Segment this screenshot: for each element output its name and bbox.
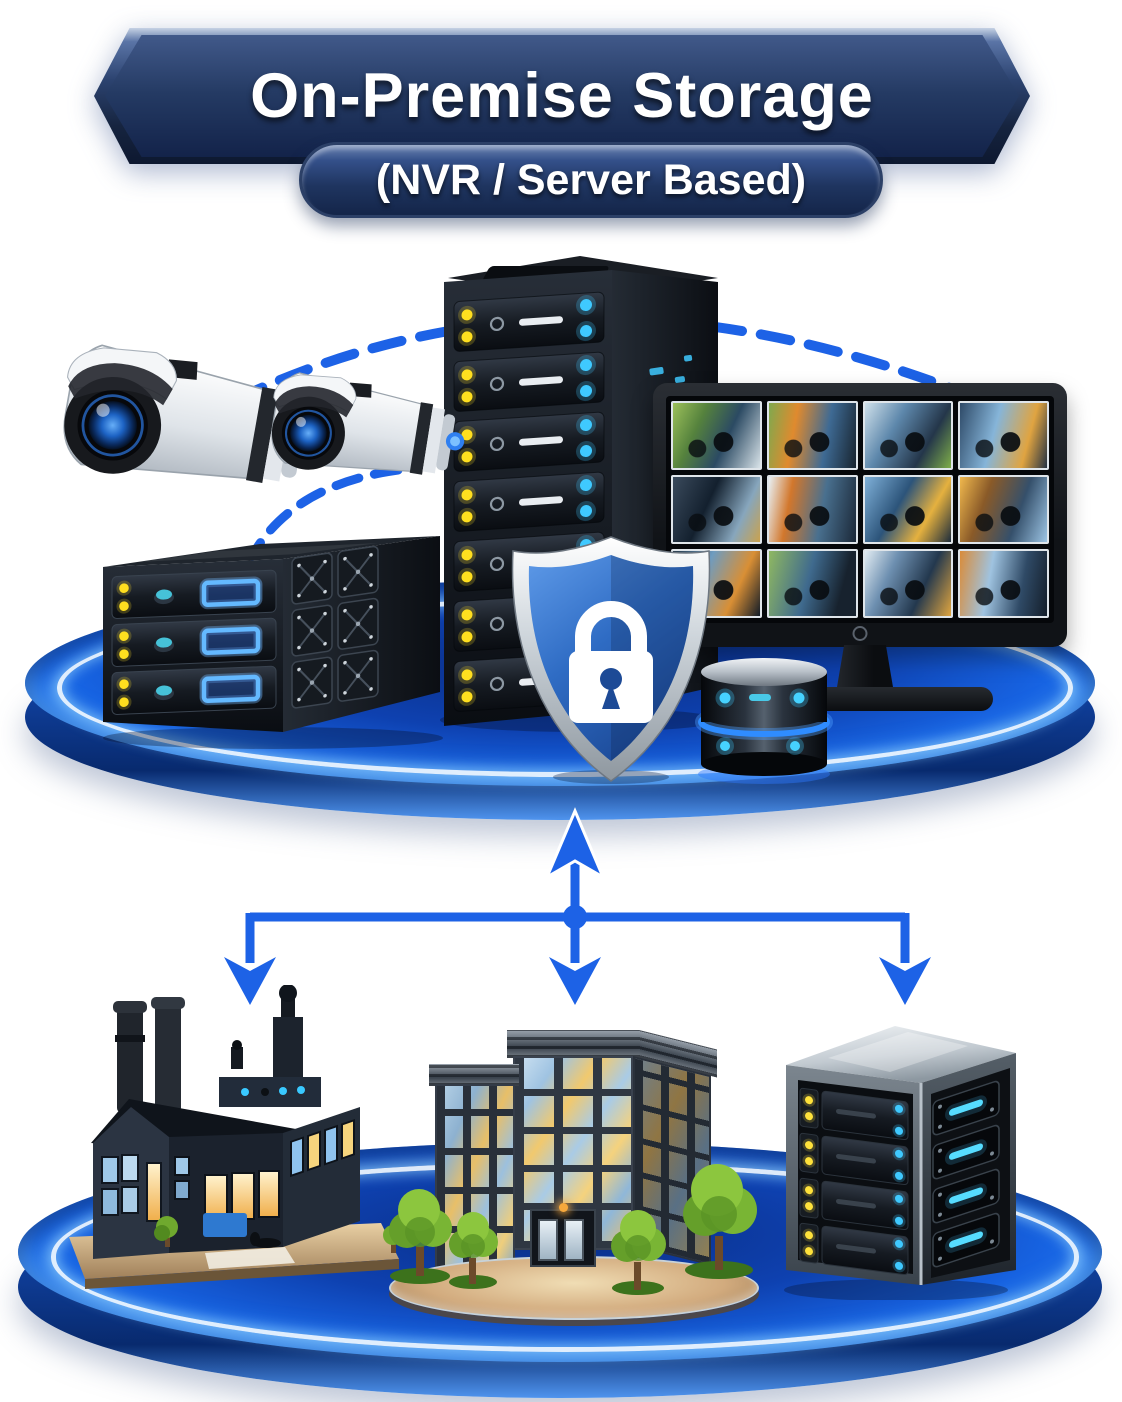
monitor-bezel [653, 383, 1067, 647]
page-subtitle: (NVR / Server Based) [375, 155, 807, 204]
factory-annex-windows [290, 1118, 355, 1178]
entrance-lamp-icon [559, 1203, 568, 1212]
nvr-bays [112, 570, 276, 715]
cabinet-top-face [786, 1026, 1016, 1083]
connection-arrows [224, 807, 931, 1005]
security-shield-lock [511, 536, 711, 784]
office-cornice [507, 1030, 639, 1058]
entrance-door [538, 1219, 558, 1261]
title-banner: On-Premise Storage [94, 28, 1030, 164]
nvr-storage-unit [103, 536, 443, 749]
camera-feed-thumbnail [862, 401, 954, 470]
office-left-block [435, 1084, 515, 1274]
subtitle-banner: (NVR / Server Based) [299, 142, 883, 218]
office-side-face [633, 1056, 711, 1266]
page-title: On-Premise Storage [250, 61, 874, 131]
surveillance-monitor [653, 383, 1067, 717]
monitor-logo-icon [852, 626, 868, 641]
up-arrow-head [543, 807, 607, 881]
camera-feed-thumbnail [862, 475, 954, 544]
camera-feed-thumbnail [958, 401, 1049, 470]
down-arrow-shafts [245, 913, 910, 963]
camera-feed-thumbnail [862, 549, 954, 618]
factory-building [69, 985, 403, 1289]
down-arrow-head-center [549, 957, 601, 1005]
factory-penthouse [219, 1077, 321, 1107]
padlock-shackle-icon [575, 601, 647, 663]
camera-feed-thumbnail [766, 475, 858, 544]
title-banner-bevel [105, 35, 1019, 157]
padlock-keyhole [602, 683, 620, 709]
monitor-stand-neck [836, 645, 894, 693]
office-building [383, 1018, 765, 1323]
cctv-camera-right-icon [262, 366, 465, 493]
camera-feed-thumbnail [766, 549, 858, 618]
nvr-top-face [103, 536, 440, 567]
office-left-cornice [429, 1064, 519, 1086]
database-stack [695, 658, 833, 784]
server-cabinet [784, 1026, 1016, 1300]
factory-gable-windows [101, 1154, 162, 1222]
camera-feed-thumbnail [671, 401, 762, 470]
camera-to-nvr-link [247, 465, 403, 561]
camera-feed-thumbnail [766, 401, 858, 470]
down-arrow-head-left [224, 957, 276, 1005]
office-entrance [530, 1203, 596, 1267]
entrance-door [564, 1219, 584, 1261]
camera-feed-thumbnail [671, 475, 762, 544]
camera-feed-thumbnail [958, 549, 1049, 618]
factory-front-windows [174, 1156, 281, 1248]
camera-feed-thumbnail [958, 475, 1049, 544]
monitor-screen [666, 396, 1054, 623]
factory-chimneys [113, 985, 303, 1113]
down-arrow-head-right [879, 957, 931, 1005]
